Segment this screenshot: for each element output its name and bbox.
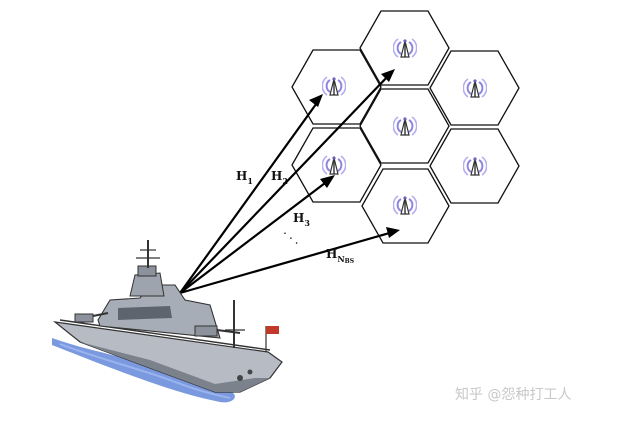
cell-2	[359, 10, 450, 86]
cell-4	[359, 88, 450, 164]
arrowhead-h2	[381, 69, 395, 82]
label-h1: H1	[236, 169, 253, 186]
arrow-h1	[179, 99, 320, 294]
channel-arrows	[179, 69, 400, 295]
label-hn: HNBS	[326, 247, 354, 265]
arrow-h2	[179, 73, 391, 294]
ellipsis: . . .	[281, 224, 305, 247]
arrowhead-h1	[309, 94, 323, 107]
cell-5	[291, 127, 382, 203]
watermark: 知乎 @怨种打工人	[455, 386, 571, 403]
label-h2: H2	[271, 169, 288, 186]
cell-6	[429, 128, 520, 204]
cell-7	[361, 168, 450, 244]
label-h3: H3	[293, 211, 310, 228]
arrowhead-h3	[320, 175, 335, 188]
arrow-h3	[179, 179, 330, 294]
arrow-hn	[179, 230, 394, 295]
warship-icon	[52, 240, 283, 403]
arrowhead-hn	[386, 227, 400, 238]
cell-grid	[291, 10, 520, 244]
cell-3	[429, 50, 520, 126]
